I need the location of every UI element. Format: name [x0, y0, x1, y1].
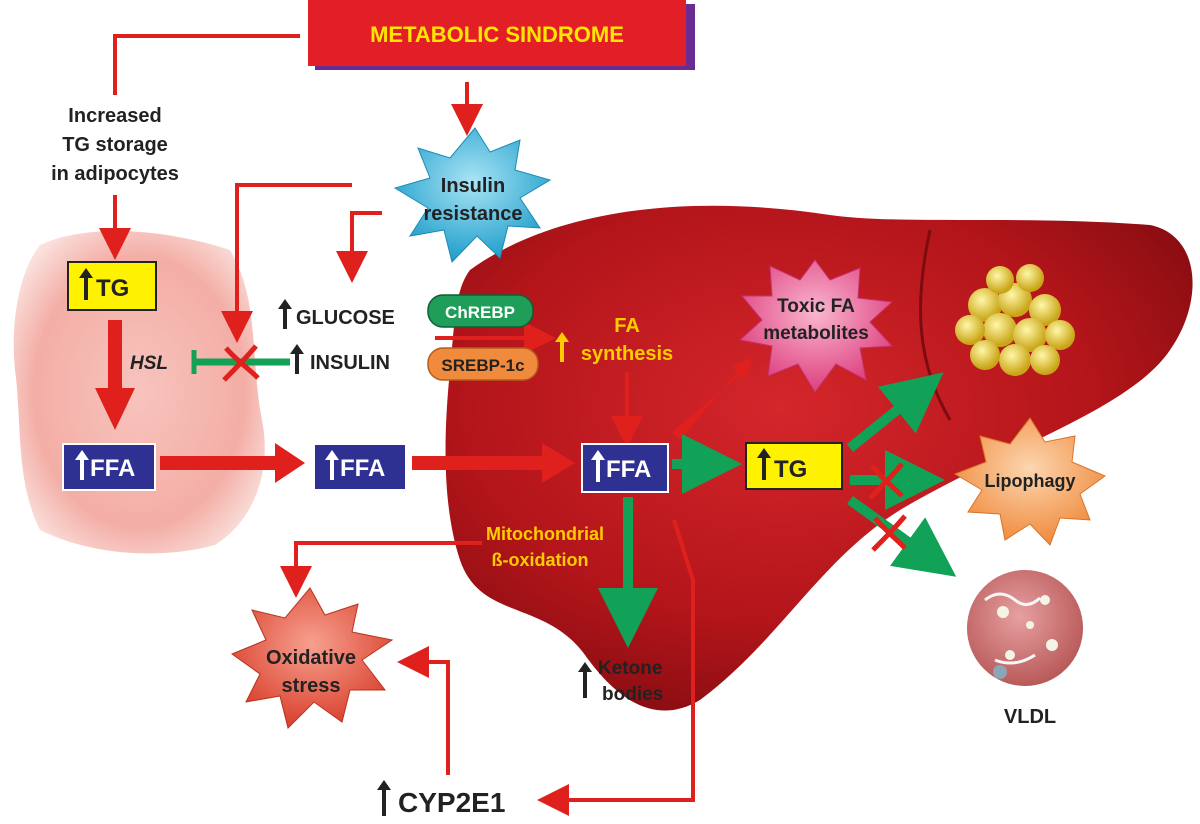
toxic-line2: metabolites [763, 323, 869, 344]
mito-line1: Mitochondrial [486, 524, 604, 544]
liver-tg-label: TG [774, 456, 807, 483]
oxidative-line2: stress [282, 675, 341, 697]
title-box [308, 0, 686, 66]
adipo-ffa-box [62, 443, 156, 491]
lipophagy-star [953, 417, 1107, 546]
red-arrows [99, 34, 695, 816]
liver-ffa-label: FFA [606, 456, 651, 483]
increase-arrow-yellow [555, 332, 569, 362]
toxic-fa-star [738, 259, 894, 393]
insulin-label: INSULIN [310, 352, 390, 374]
mito-line2: ß-oxidation [492, 550, 589, 570]
chrebp-box [427, 294, 534, 328]
ketone-line2: bodies [602, 684, 663, 705]
insulin-resistance-line2: resistance [424, 203, 523, 225]
increase-arrows-white [75, 450, 605, 482]
chrebp-label: ChREBP [445, 303, 515, 322]
oxidative-line1: Oxidative [266, 647, 356, 669]
text-labels: Increased TG storage in adipocytes TG HS… [51, 105, 1075, 818]
glucose-label: GLUCOSE [296, 307, 395, 329]
adipocytes-line3: in adipocytes [51, 163, 179, 185]
increase-arrows [79, 268, 771, 816]
mid-ffa-label: FFA [340, 455, 385, 482]
adipo-tg-label: TG [96, 275, 129, 302]
block-marks [222, 344, 907, 552]
title: METABOLIC SINDROME [370, 22, 624, 47]
srebp-box [427, 347, 539, 381]
fa-synthesis-line2: synthesis [581, 343, 673, 365]
adipo-ffa-label: FFA [90, 455, 135, 482]
vldl-particle [967, 570, 1083, 686]
insulin-resistance-line1: Insulin [441, 175, 505, 197]
cyp2e1-label: CYP2E1 [398, 787, 505, 818]
ketone-line1: Ketone [598, 658, 662, 679]
mid-ffa-box [313, 443, 407, 491]
oxidative-stress-star [230, 587, 394, 729]
insulin-resistance-star [393, 127, 552, 263]
hsl-label: HSL [130, 353, 168, 374]
adipocytes-line1: Increased [68, 105, 161, 127]
green-arrows [598, 372, 957, 648]
adipo-tg-box [67, 261, 157, 311]
thick-red-arrows [95, 320, 752, 483]
srebp-label: SREBP-1c [441, 356, 524, 375]
adipocytes-line2: TG storage [62, 134, 168, 156]
lipophagy-label: Lipophagy [985, 471, 1076, 491]
vldl-label: VLDL [1004, 706, 1056, 728]
fa-synthesis-line1: FA [614, 315, 640, 337]
toxic-line1: Toxic FA [777, 296, 855, 317]
fat-droplets [955, 264, 1075, 376]
